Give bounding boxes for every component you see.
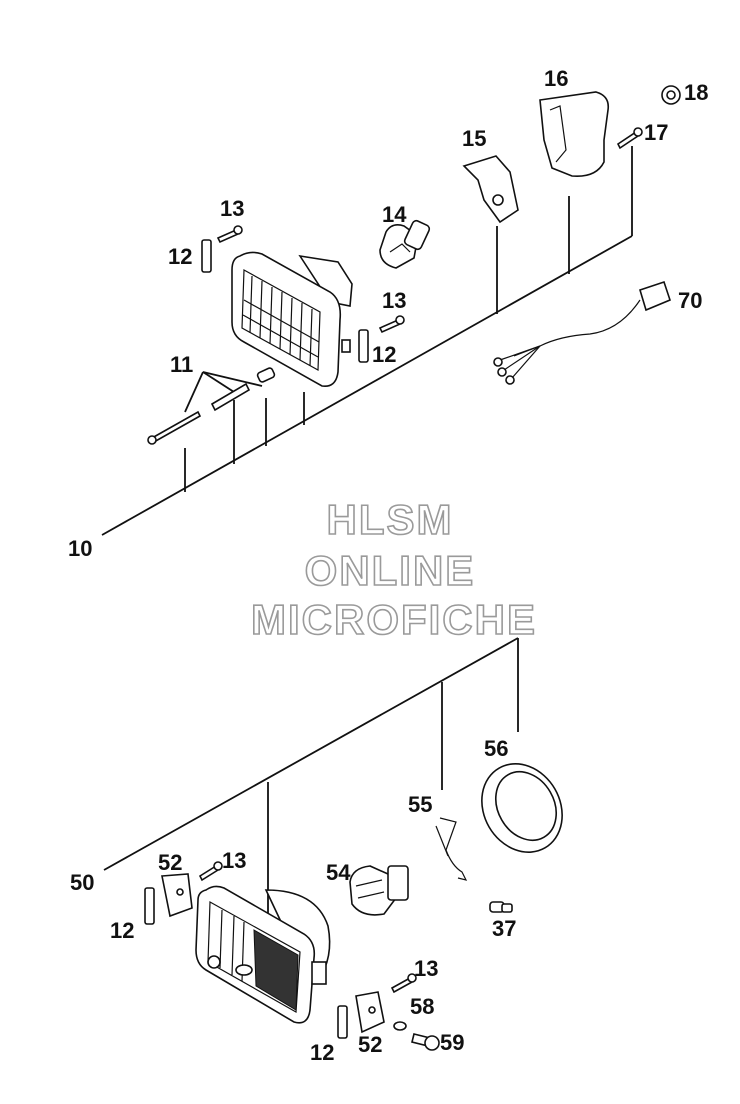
label-37: 37 xyxy=(492,916,516,941)
grommet-18 xyxy=(661,85,681,105)
bolt-59 xyxy=(411,1033,440,1051)
screw-17 xyxy=(616,127,643,150)
label-13-a: 13 xyxy=(220,196,244,221)
watermark-line-1: HLSM xyxy=(327,496,454,543)
screw-13-lower-right xyxy=(390,973,417,994)
label-12-b: 12 xyxy=(372,342,396,367)
screw-13-lower-upper xyxy=(198,861,223,882)
watermark: HLSM ONLINE MICROFICHE xyxy=(250,495,537,644)
bracket-52-upper xyxy=(161,873,193,918)
nut-12-upper-left xyxy=(201,239,212,273)
screw-11-long xyxy=(147,410,202,445)
label-52-b: 52 xyxy=(358,1032,382,1057)
cable-harness-70 xyxy=(493,280,671,385)
spring-clip-55 xyxy=(435,817,468,881)
label-13-d: 13 xyxy=(414,956,438,981)
bulb-14 xyxy=(379,219,431,269)
label-58: 58 xyxy=(410,994,434,1019)
screw-13-upper-left xyxy=(216,225,243,244)
label-56: 56 xyxy=(484,736,508,761)
bulb-37 xyxy=(489,901,513,913)
label-12-a: 12 xyxy=(168,244,192,269)
spring-11 xyxy=(210,382,251,412)
nut-12-lower-bottom xyxy=(337,1005,348,1039)
headlight-50 xyxy=(195,885,331,1024)
nut-12-lower-left xyxy=(144,887,155,925)
label-70: 70 xyxy=(678,288,702,313)
label-52-a: 52 xyxy=(158,850,182,875)
label-59: 59 xyxy=(440,1030,464,1055)
washer-58 xyxy=(393,1021,407,1031)
screw-13-upper-right xyxy=(378,315,405,334)
label-14: 14 xyxy=(382,202,407,227)
label-12-c: 12 xyxy=(110,918,134,943)
pin-11 xyxy=(256,367,276,383)
nut-12-upper-right xyxy=(358,329,369,363)
label-18: 18 xyxy=(684,80,708,105)
bracket-15 xyxy=(462,155,519,224)
assembly-10-lines xyxy=(101,146,633,536)
headlight-10 xyxy=(231,251,353,388)
label-15: 15 xyxy=(462,126,486,151)
label-11: 11 xyxy=(170,352,193,377)
label-55: 55 xyxy=(408,792,432,817)
label-16: 16 xyxy=(544,66,568,91)
label-54: 54 xyxy=(326,860,351,885)
label-10: 10 xyxy=(68,536,92,561)
label-17: 17 xyxy=(644,120,668,145)
watermark-line-3: MICROFICHE xyxy=(251,596,537,643)
housing-16 xyxy=(539,91,610,178)
label-12-d: 12 xyxy=(310,1040,334,1065)
label-50: 50 xyxy=(70,870,94,895)
label-13-c: 13 xyxy=(222,848,246,873)
watermark-line-2: ONLINE xyxy=(305,547,476,594)
bracket-52-lower xyxy=(355,991,385,1034)
label-13-b: 13 xyxy=(382,288,406,313)
bulb-54 xyxy=(349,865,409,916)
ring-56 xyxy=(481,763,563,853)
